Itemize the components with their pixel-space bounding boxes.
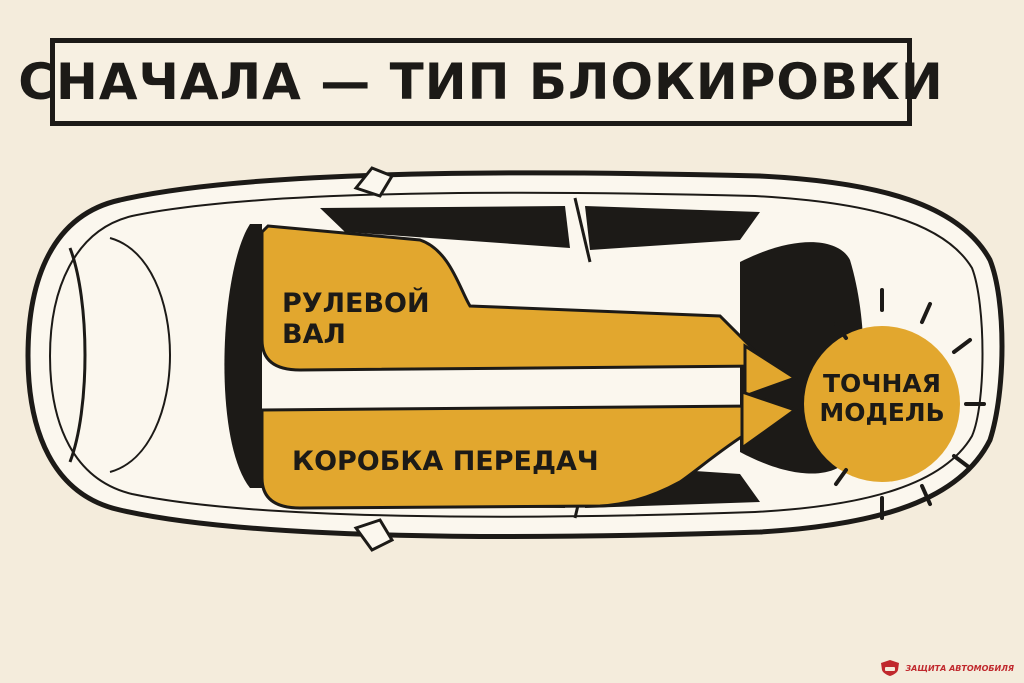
steering-label-line2: ВАЛ (282, 319, 346, 351)
hood-crease (109, 237, 171, 473)
brand-logo: ЗАЩИТА АВТОМОБИЛЯ (879, 659, 1014, 677)
mirror-bottom (353, 518, 395, 552)
target-label-line2: МОДЕЛЬ (819, 397, 945, 427)
gearbox-arrow-head (740, 389, 799, 451)
steering-label-line1: РУЛЕВОЙ (282, 288, 430, 319)
steering-arrow-head (743, 343, 799, 399)
shield-car-icon (881, 660, 900, 676)
steering-label: РУЛЕВОЙ ВАЛ (282, 288, 430, 350)
windshield (224, 224, 262, 488)
sun-rays (834, 288, 986, 520)
side-window-front-top (320, 206, 570, 248)
gearbox-label: КОРОБКА ПЕРЕДАЧ (292, 446, 599, 477)
front-bumper-line (68, 247, 87, 463)
steering-shaft-shape (260, 224, 774, 372)
door-seam-top (573, 197, 592, 263)
page-title: СНАЧАЛА — ТИП БЛОКИРОВКИ (18, 53, 944, 111)
target-circle (804, 326, 960, 482)
target-label: ТОЧНАЯ МОДЕЛЬ (814, 369, 950, 428)
target-label-line1: ТОЧНАЯ (822, 369, 942, 398)
car-body-inner-line (48, 191, 984, 518)
mirror-top (353, 166, 395, 198)
side-window-rear-top (585, 206, 760, 250)
gearbox-shape (260, 404, 754, 510)
title-box: СНАЧАЛА — ТИП БЛОКИРОВКИ (18, 38, 943, 126)
logo-text: ЗАЩИТА АВТОМОБИЛЯ (905, 663, 1014, 673)
